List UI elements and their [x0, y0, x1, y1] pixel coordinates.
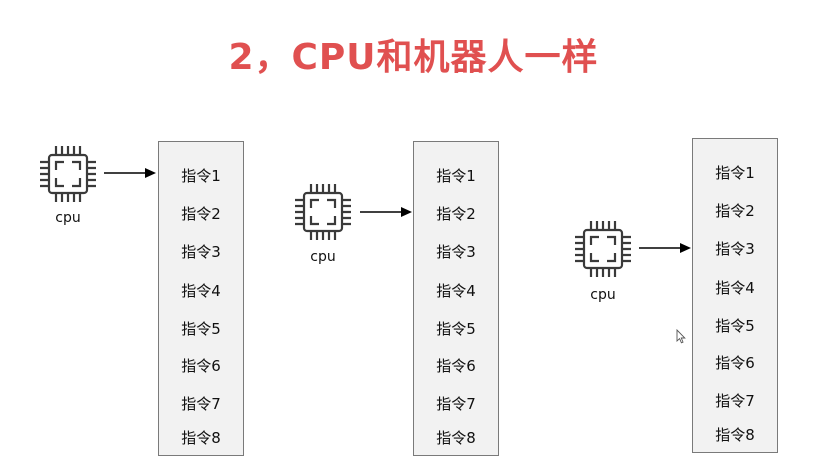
- instruction-item: 指令1: [436, 167, 476, 185]
- arrow-right-icon: [360, 207, 412, 217]
- slide-title: 2，CPU和机器人一样: [228, 37, 599, 78]
- cpu-chip-icon: [40, 146, 96, 202]
- instruction-item: 指令5: [436, 320, 476, 338]
- instruction-item: 指令8: [436, 429, 476, 447]
- instruction-item: 指令1: [181, 167, 221, 185]
- instruction-item: 指令5: [181, 320, 221, 338]
- cpu-chip-icon: [295, 184, 351, 240]
- instruction-item: 指令3: [715, 240, 755, 258]
- instruction-item: 指令8: [181, 429, 221, 447]
- instruction-item: 指令5: [715, 317, 755, 335]
- instruction-item: 指令4: [715, 279, 755, 297]
- instruction-item: 指令3: [436, 243, 476, 261]
- instruction-item: 指令4: [436, 282, 476, 300]
- instruction-item: 指令3: [181, 243, 221, 261]
- instruction-item: 指令6: [181, 357, 221, 375]
- instruction-item: 指令1: [715, 164, 755, 182]
- cpu-label: cpu: [55, 210, 81, 226]
- arrow-right-icon: [104, 168, 156, 178]
- cpu-label: cpu: [590, 287, 616, 303]
- instruction-item: 指令7: [436, 395, 476, 413]
- instruction-item: 指令6: [715, 354, 755, 372]
- instruction-list: 指令1 指令2 指令3 指令4 指令5 指令6 指令7 指令8: [692, 138, 778, 453]
- instruction-item: 指令2: [181, 205, 221, 223]
- instruction-list: 指令1 指令2 指令3 指令4 指令5 指令6 指令7 指令8: [413, 141, 499, 456]
- instruction-item: 指令4: [181, 282, 221, 300]
- instruction-item: 指令2: [436, 205, 476, 223]
- mouse-cursor-icon: [676, 329, 686, 344]
- instruction-item: 指令2: [715, 202, 755, 220]
- cpu-label: cpu: [310, 249, 336, 265]
- cpu-chip-icon: [575, 221, 631, 277]
- instruction-item: 指令6: [436, 357, 476, 375]
- instruction-item: 指令8: [715, 426, 755, 444]
- instruction-item: 指令7: [715, 392, 755, 410]
- arrow-right-icon: [639, 243, 691, 253]
- instruction-list: 指令1 指令2 指令3 指令4 指令5 指令6 指令7 指令8: [158, 141, 244, 456]
- instruction-item: 指令7: [181, 395, 221, 413]
